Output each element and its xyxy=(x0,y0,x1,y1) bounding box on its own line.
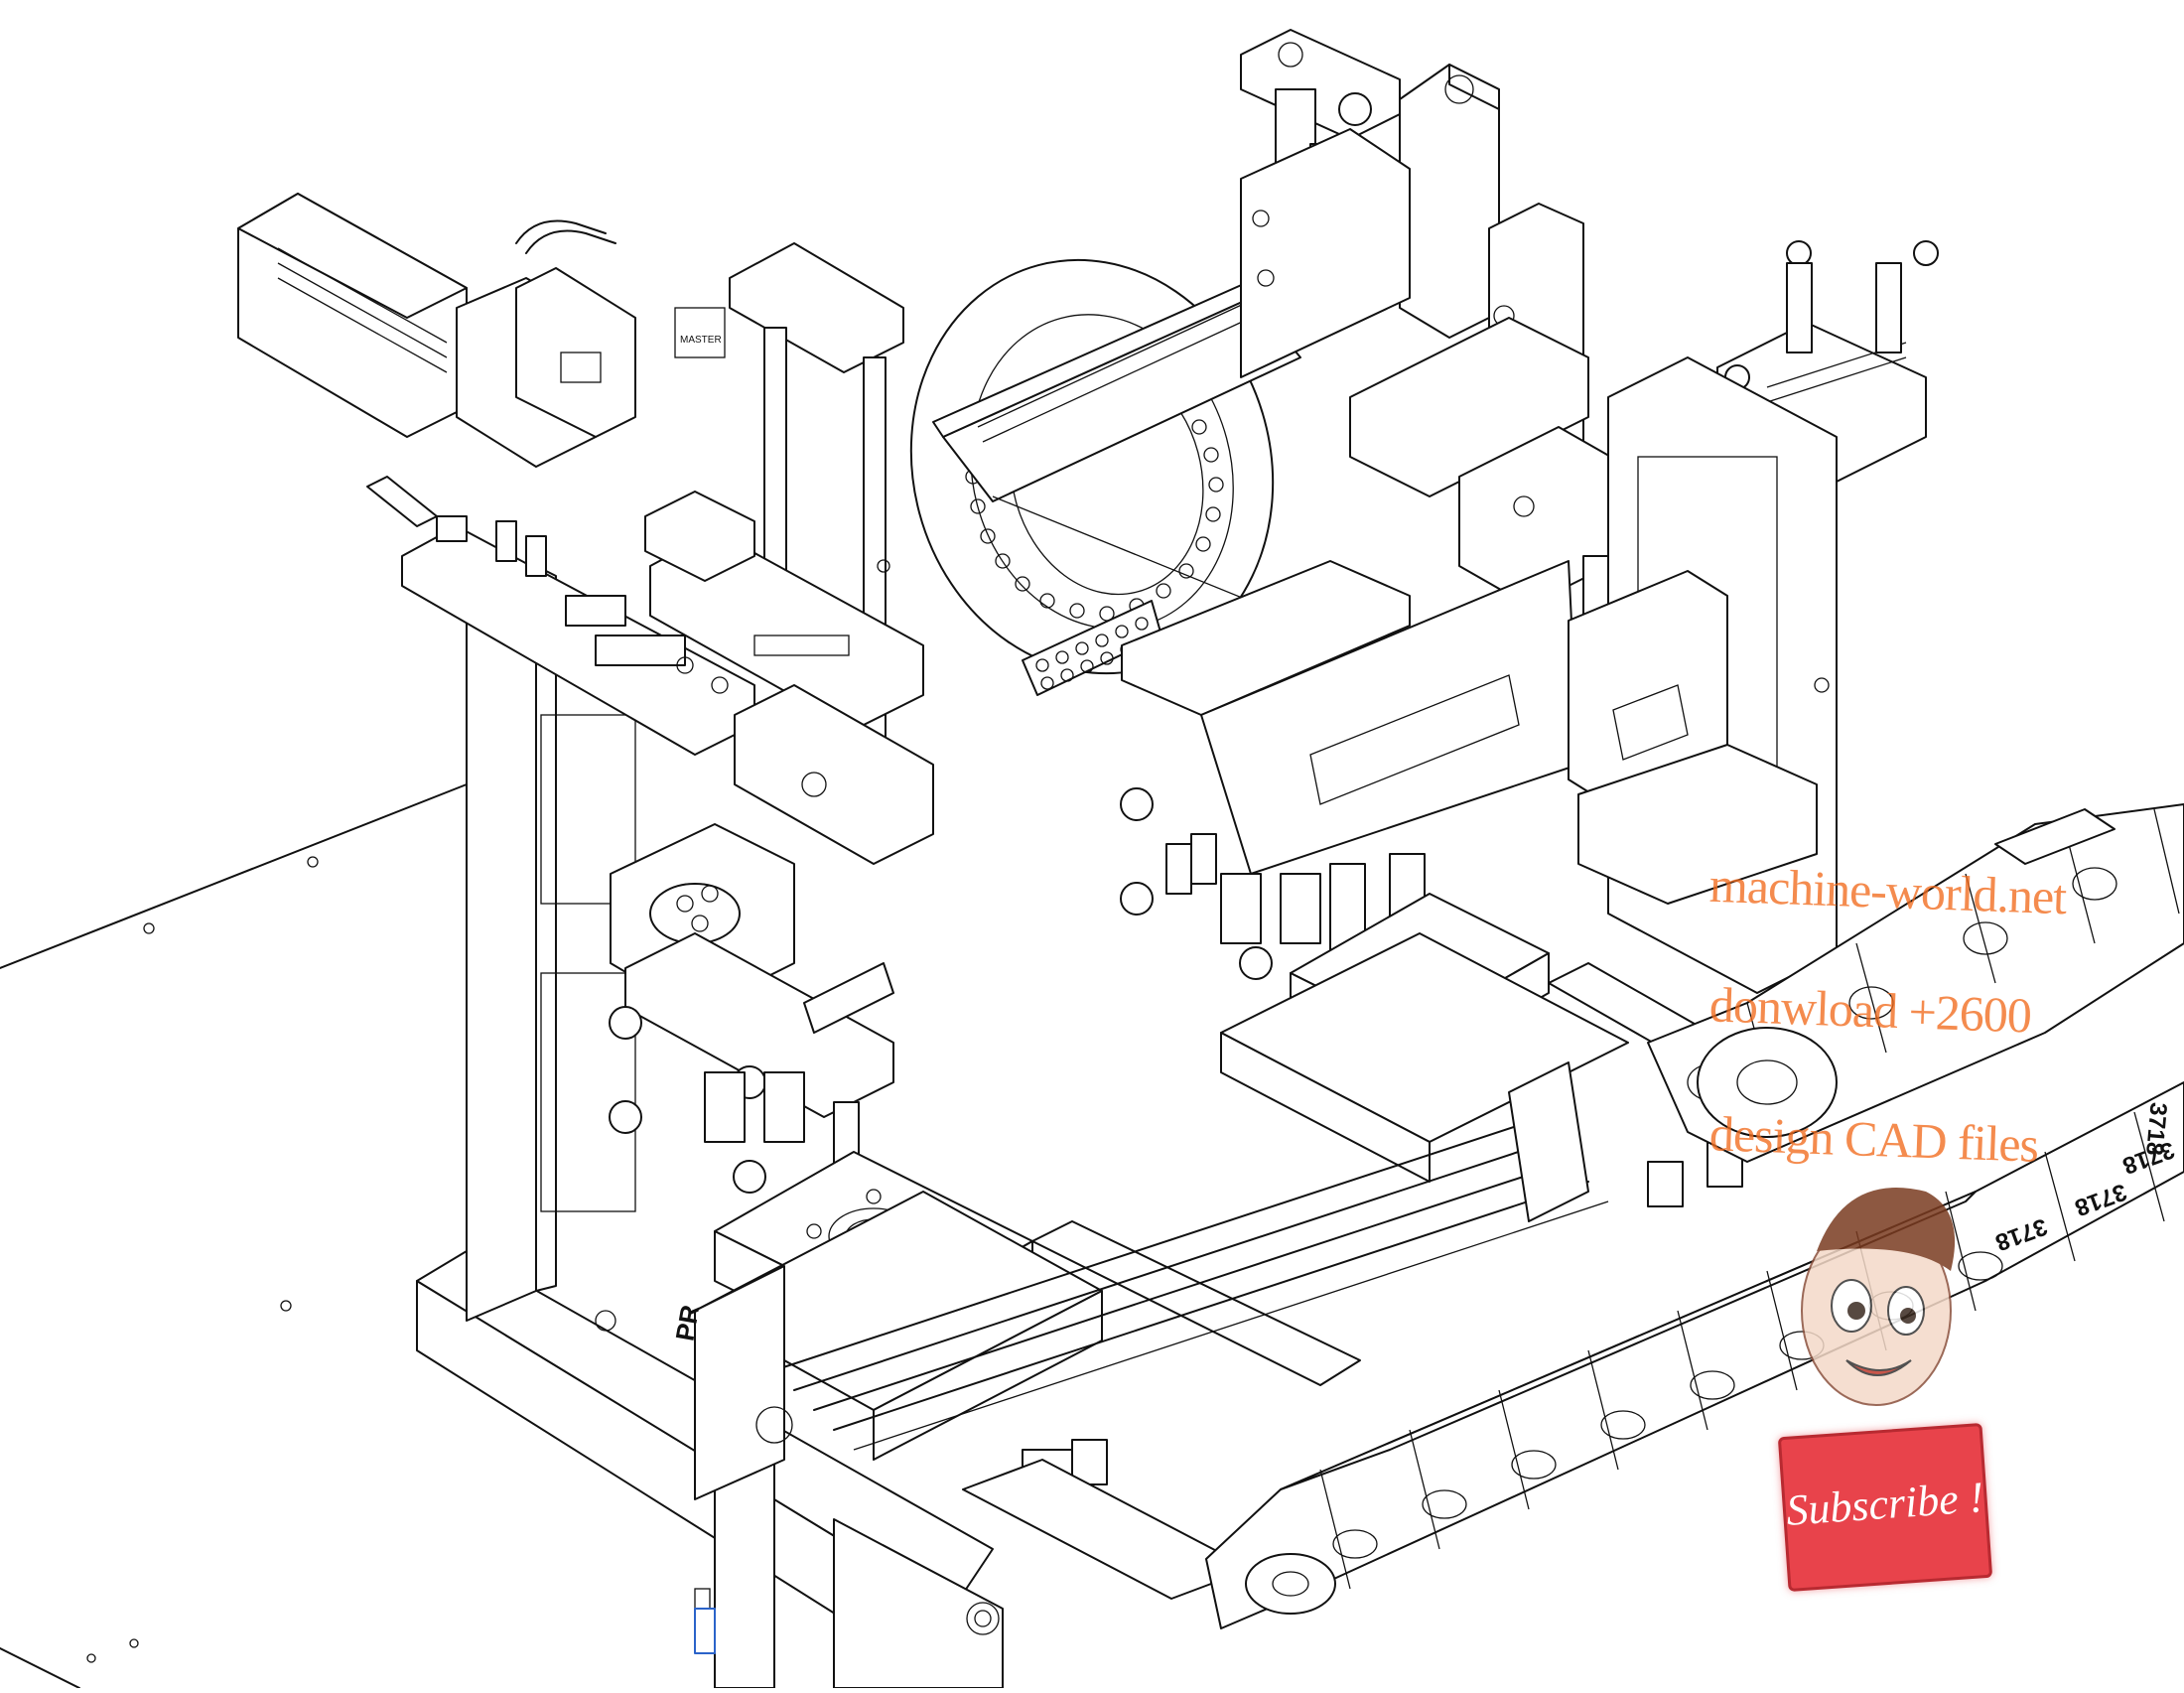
linear-slide-rail xyxy=(694,1061,1743,1654)
left-mounting-plate xyxy=(366,476,755,756)
base-table xyxy=(0,783,478,1689)
watermark-line-3: design CAD files xyxy=(1708,1105,2040,1173)
upper-cylinder-assembly xyxy=(1240,29,1500,378)
left-work-nest xyxy=(694,1151,1361,1461)
motor-label: MASTER xyxy=(680,335,722,346)
mascot-figure xyxy=(1801,1188,1956,1406)
subscribe-button[interactable]: Subscribe ! xyxy=(1777,1423,1993,1592)
watermark-line-2: donwload +2600 xyxy=(1708,976,2032,1044)
chain-marking-4: 3718 xyxy=(2140,1101,2172,1157)
machine-frame xyxy=(416,565,1004,1689)
left-gripper-wheel-unit xyxy=(609,823,894,1194)
sensor-light-bar xyxy=(932,282,1311,627)
central-gripper-block xyxy=(1121,560,1818,964)
servo-motor xyxy=(237,193,636,468)
plate-label: PR xyxy=(669,1303,705,1343)
subscribe-label: Subscribe ! xyxy=(1784,1473,1985,1535)
right-gripper-wheel-unit xyxy=(1120,787,1321,980)
right-post-assembly xyxy=(1349,203,1634,716)
left-post-assembly xyxy=(644,242,934,865)
